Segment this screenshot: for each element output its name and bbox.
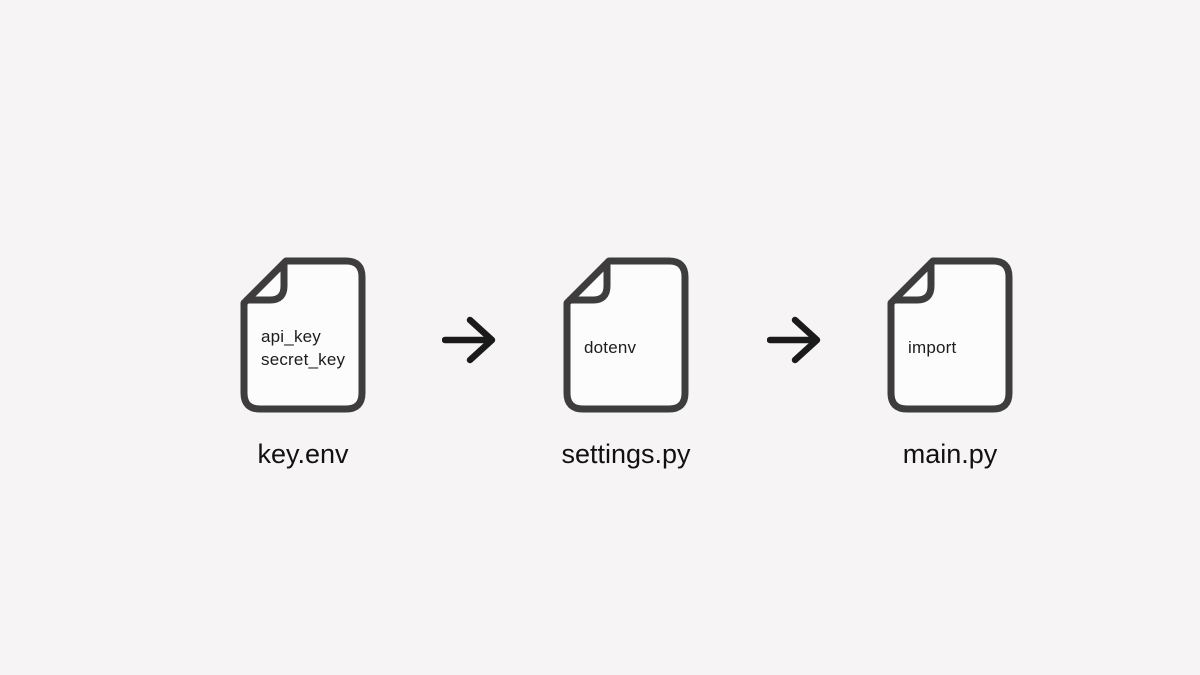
file-node-main-py: import main.py xyxy=(885,255,1015,485)
file-node-settings-py: dotenv settings.py xyxy=(561,255,691,485)
arrow-icon xyxy=(766,313,825,367)
file-content: api_key secret_key xyxy=(261,255,361,415)
arrow-icon xyxy=(441,313,500,367)
file-content-line: secret_key xyxy=(261,349,346,369)
file-node-key-env: api_key secret_key key.env xyxy=(238,255,368,485)
file-content: dotenv xyxy=(584,255,684,415)
document-icon xyxy=(561,255,691,415)
file-label-settings-py: settings.py xyxy=(561,439,691,469)
file-label-key-env: key.env xyxy=(257,439,349,469)
file-label-main-py: main.py xyxy=(902,439,998,469)
file-content-line: dotenv xyxy=(584,338,637,357)
file-content-line: import xyxy=(908,338,957,357)
file-content-line: api_key xyxy=(261,326,321,346)
file-content: import xyxy=(908,255,1008,415)
document-icon xyxy=(238,255,368,415)
document-icon xyxy=(885,255,1015,415)
